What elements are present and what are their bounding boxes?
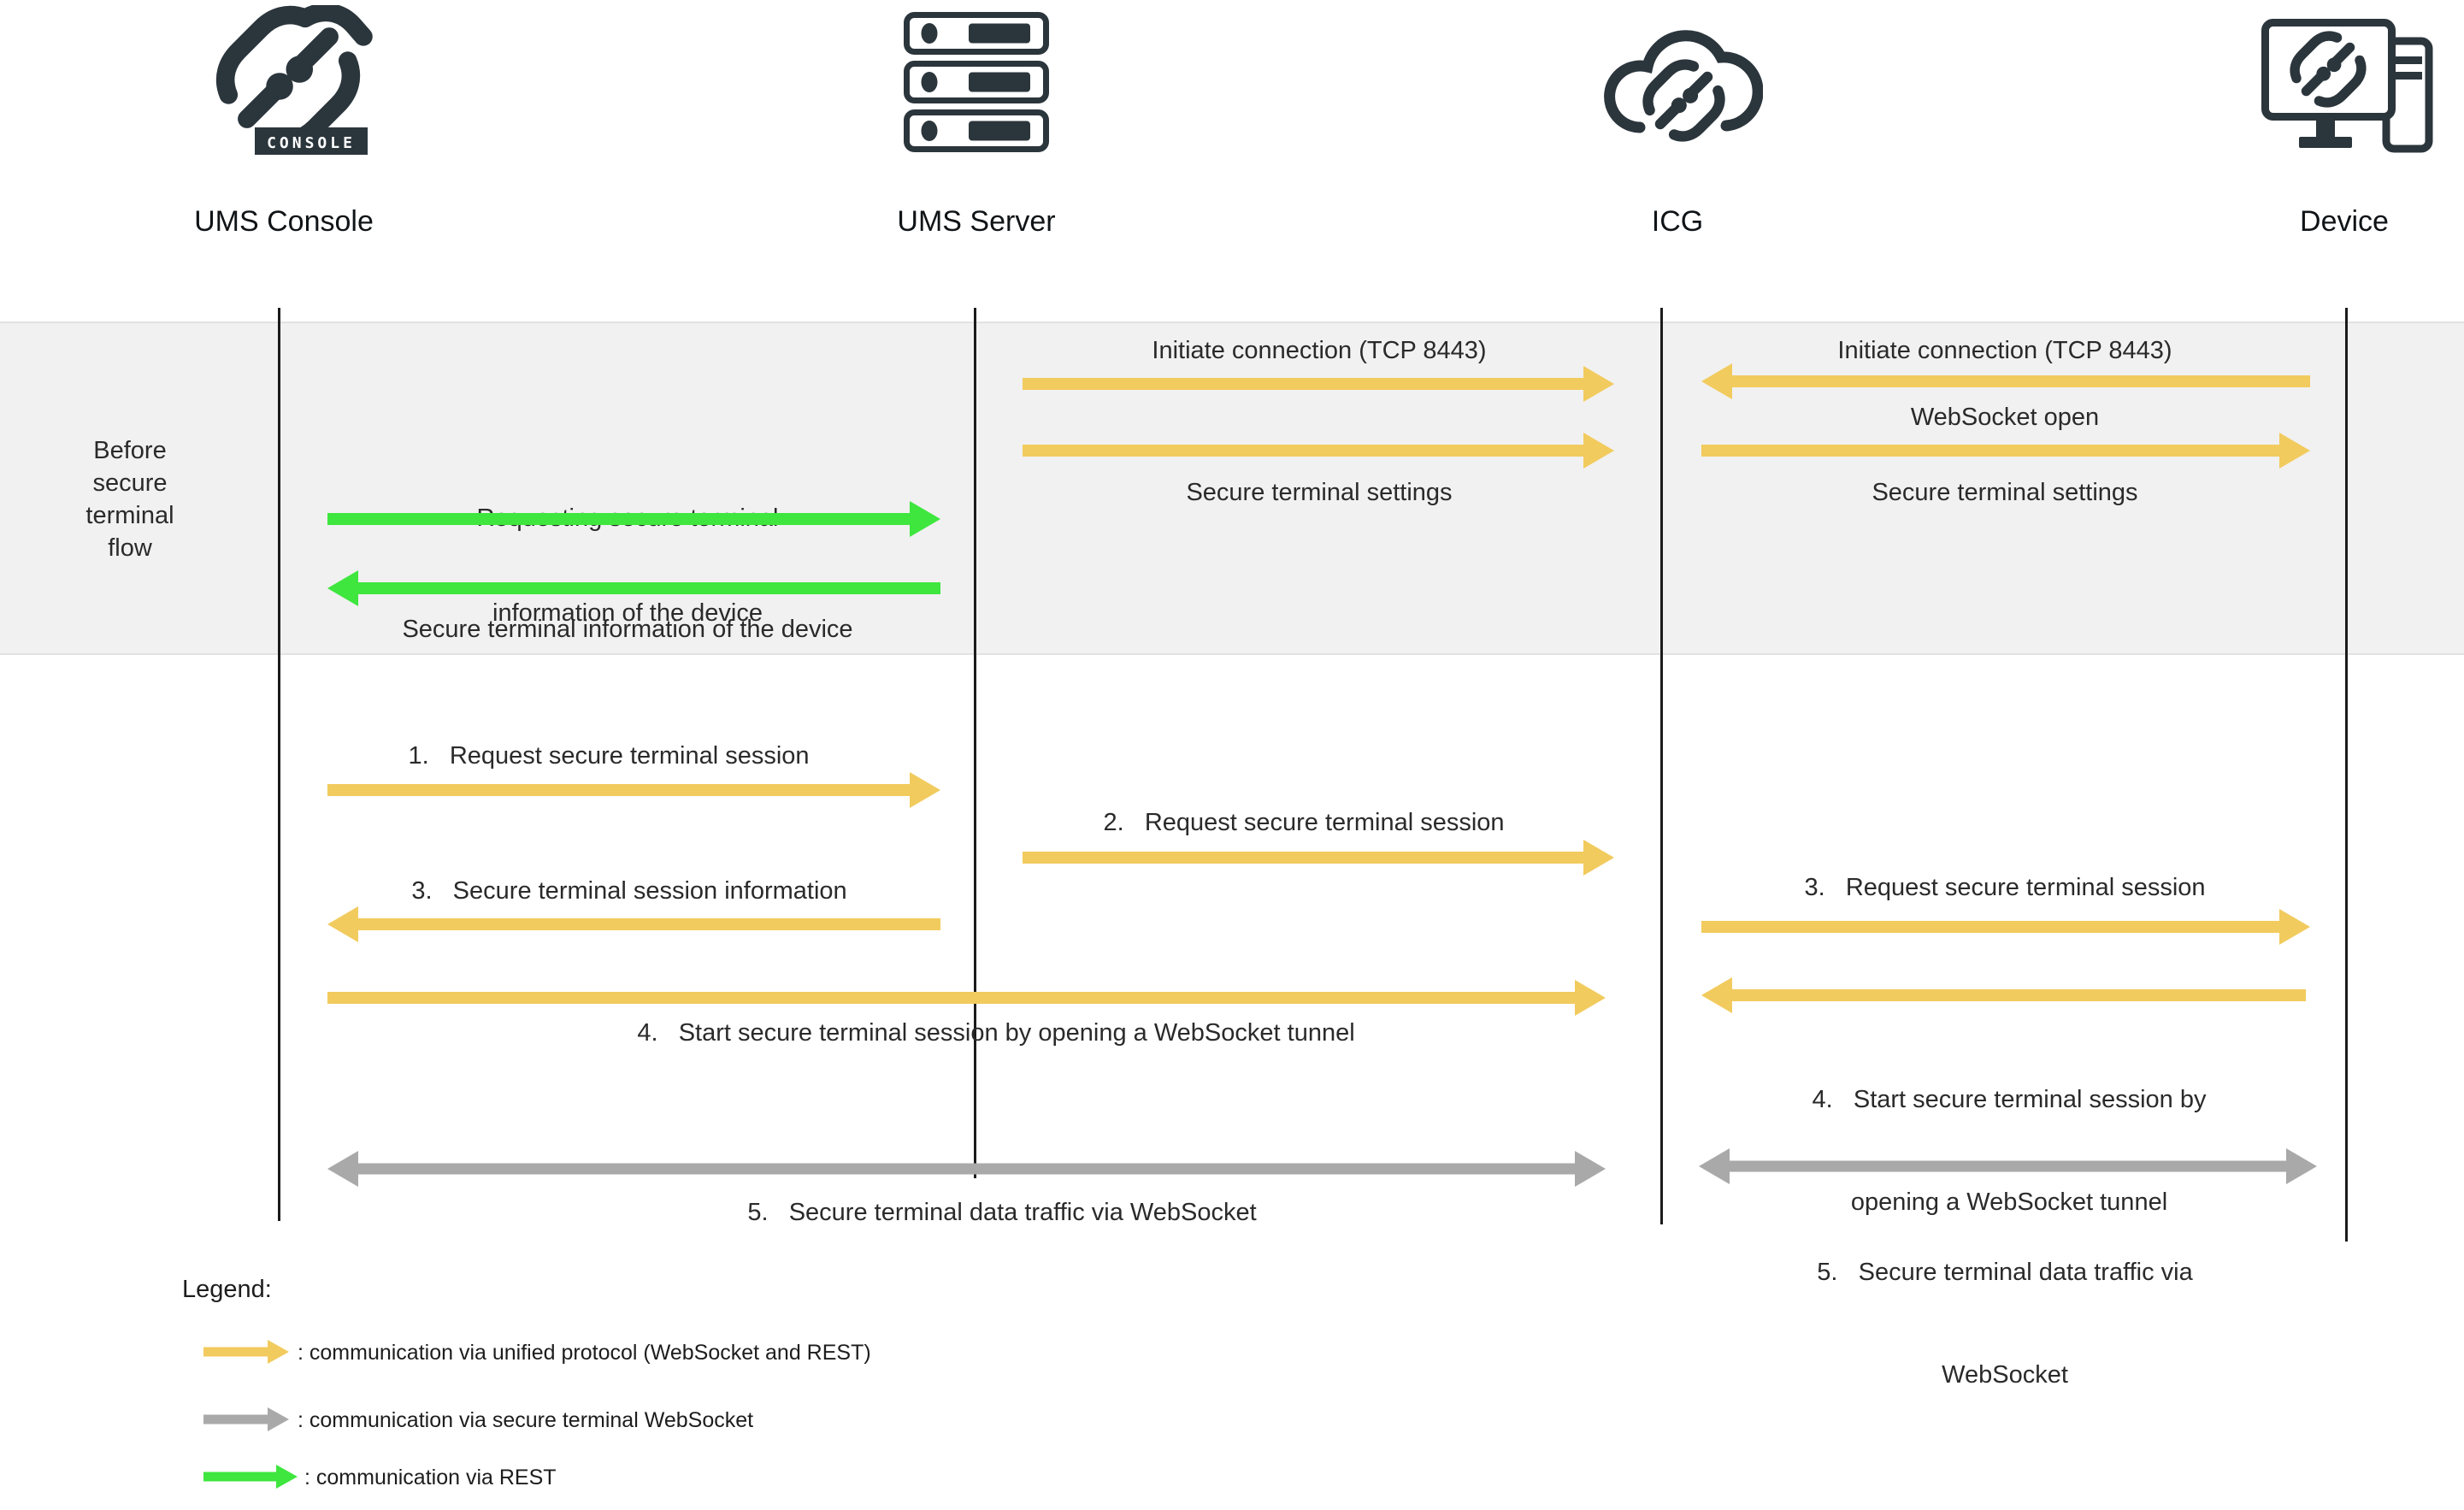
msg-step1: 1. Request secure terminal session bbox=[408, 742, 810, 770]
actor-label-ums-server: UMS Server bbox=[897, 205, 1056, 238]
lifeline-device bbox=[2345, 308, 2348, 1242]
lifeline-ums-console bbox=[278, 308, 280, 1221]
arrow-step5-left bbox=[327, 1150, 1606, 1188]
msg-step4-right: 4. Start secure terminal session by open… bbox=[1813, 1014, 2207, 1288]
ums-server-icon bbox=[904, 12, 1049, 152]
msg-websocket-open: WebSocket open bbox=[1910, 404, 2100, 431]
legend-secure-terminal-websocket-label: : communication via secure terminal WebS… bbox=[298, 1408, 754, 1432]
msg-step4-right-line2: opening a WebSocket tunnel bbox=[1850, 1189, 2168, 1216]
legend-secure-terminal-websocket-arrow-icon bbox=[203, 1407, 289, 1432]
arrow-server-icg-initiate bbox=[1023, 365, 1614, 403]
msg-step4-right-line1: 4. Start secure terminal session by bbox=[1812, 1086, 2207, 1113]
msg-request-secure-terminal-info-line2: information of the device bbox=[492, 599, 763, 627]
msg-step2: 2. Request secure terminal session bbox=[1103, 809, 1505, 836]
actor-label-ums-console: UMS Console bbox=[194, 205, 374, 238]
msg-request-secure-terminal-info: Requesting secure terminal information o… bbox=[476, 439, 778, 693]
legend-unified-protocol-label: : communication via unified protocol (We… bbox=[298, 1341, 871, 1365]
msg-icg-device-settings: Secure terminal settings bbox=[1872, 479, 2138, 506]
legend-unified-protocol-arrow-icon bbox=[203, 1339, 289, 1365]
ums-console-icon: CONSOLE bbox=[215, 5, 373, 155]
arrow-icg-device-settings bbox=[1701, 432, 2310, 469]
icg-cloud-icon bbox=[1604, 30, 1763, 146]
msg-step3-right: 3. Request secure terminal session bbox=[1804, 874, 2206, 901]
arrow-step3-right bbox=[1701, 908, 2310, 946]
arrow-server-console-info bbox=[327, 569, 940, 607]
console-badge-text: CONSOLE bbox=[267, 134, 356, 152]
arrow-step2 bbox=[1023, 839, 1614, 876]
arrow-step4-left bbox=[327, 979, 1606, 1017]
lifeline-ums-server bbox=[974, 308, 976, 1178]
arrow-server-icg-settings bbox=[1023, 432, 1614, 469]
arrow-step4-right bbox=[1701, 976, 2306, 1014]
lifeline-icg bbox=[1660, 308, 1663, 1224]
arrow-step5-right bbox=[1699, 1147, 2317, 1185]
msg-step4-left: 4. Start secure terminal session by open… bbox=[637, 1019, 1355, 1047]
msg-step3-left: 3. Secure terminal session information bbox=[411, 877, 847, 905]
device-icon bbox=[2261, 19, 2433, 153]
arrow-device-icg-initiate bbox=[1701, 363, 2310, 400]
actor-label-icg: ICG bbox=[1651, 205, 1704, 238]
msg-step5-right-line1: 5. Secure terminal data traffic via bbox=[1817, 1259, 2193, 1286]
legend-rest-arrow-icon bbox=[203, 1464, 298, 1489]
msg-step5-right: 5. Secure terminal data traffic via WebS… bbox=[1817, 1187, 2193, 1460]
msg-secure-terminal-info: Secure terminal information of the devic… bbox=[402, 616, 853, 643]
arrow-step3-left bbox=[327, 905, 940, 943]
msg-server-icg-initiate: Initiate connection (TCP 8443) bbox=[1152, 337, 1487, 364]
actor-label-device: Device bbox=[2300, 205, 2389, 238]
msg-device-icg-initiate: Initiate connection (TCP 8443) bbox=[1837, 337, 2172, 364]
phase-label: Before secure terminal flow bbox=[85, 437, 174, 562]
msg-server-icg-settings: Secure terminal settings bbox=[1186, 479, 1453, 506]
arrow-console-server-request-info bbox=[327, 500, 940, 538]
legend-rest-label: : communication via REST bbox=[304, 1466, 557, 1489]
legend-title: Legend: bbox=[182, 1276, 272, 1303]
arrow-step1 bbox=[327, 771, 940, 809]
msg-step5-left: 5. Secure terminal data traffic via WebS… bbox=[747, 1199, 1257, 1226]
msg-step5-right-line2: WebSocket bbox=[1942, 1361, 2068, 1389]
